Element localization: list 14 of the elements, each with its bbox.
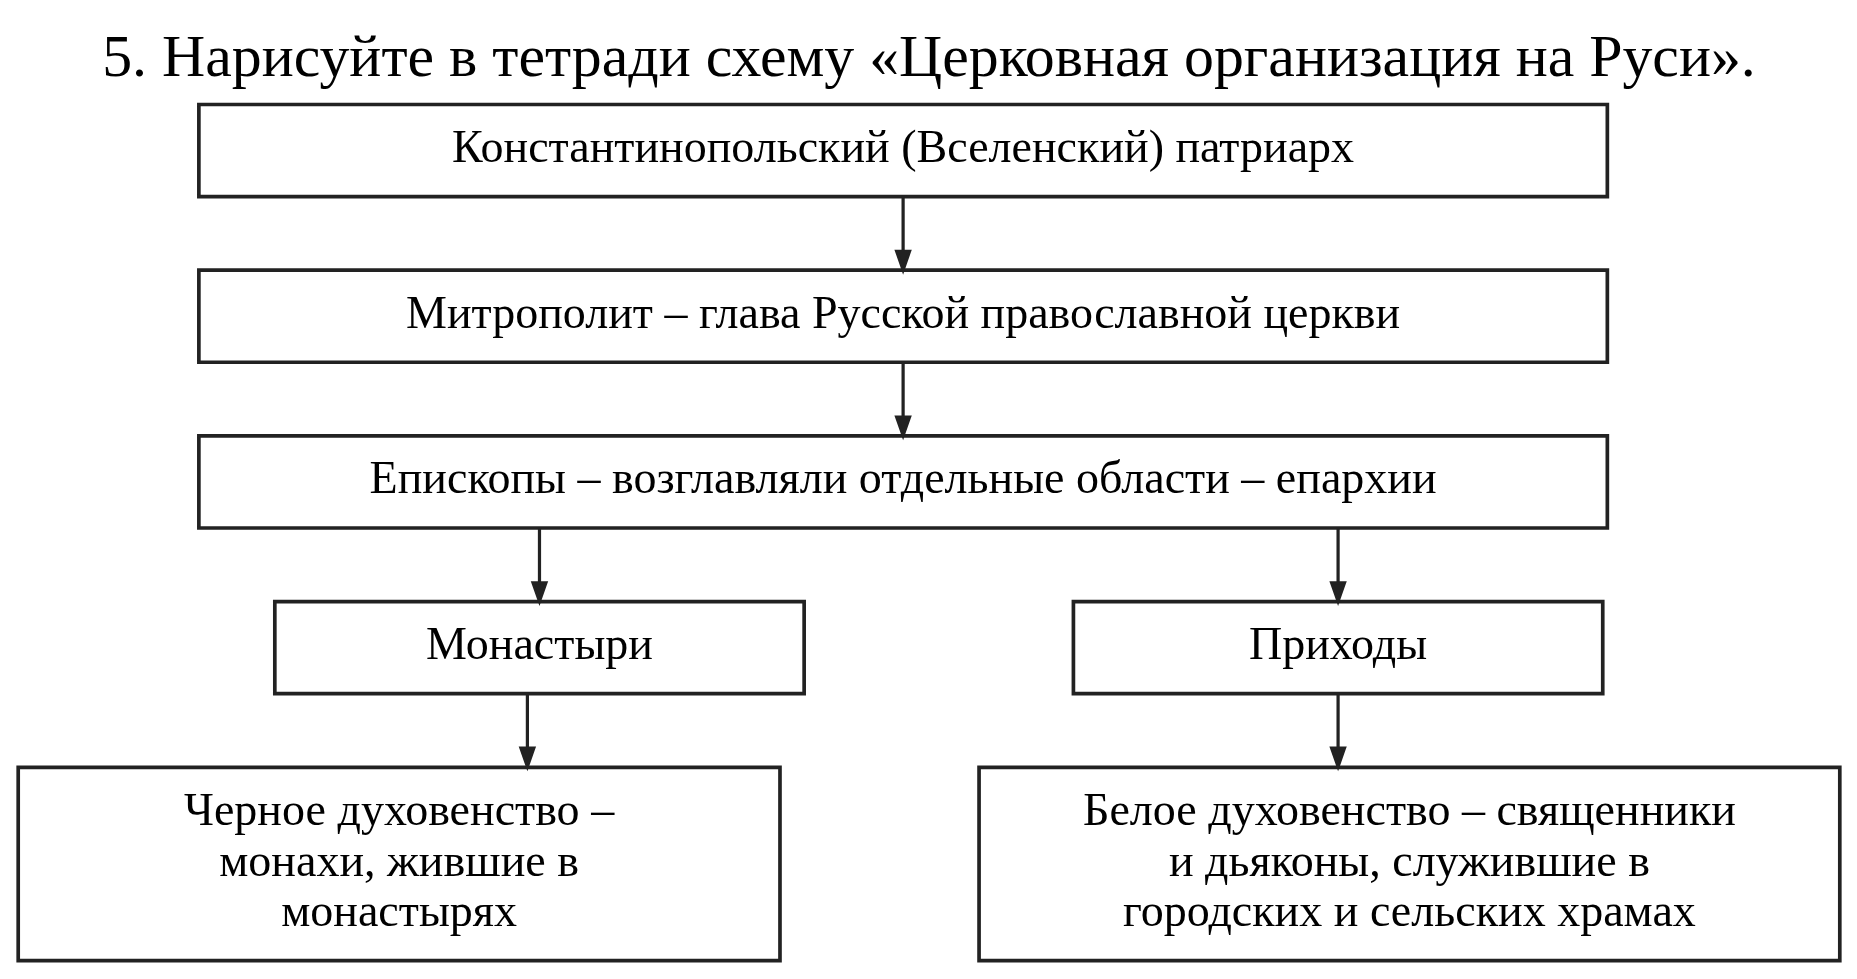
arrow xyxy=(893,361,912,440)
arrow xyxy=(893,196,912,275)
node-box: Константинопольский (Вселенский) патриарх xyxy=(196,102,1609,198)
arrow xyxy=(530,527,548,606)
arrow xyxy=(1328,694,1347,771)
node-box: Митрополит – глава Русской православной церкви xyxy=(196,267,1609,364)
arrow xyxy=(1328,527,1347,606)
arrow xyxy=(518,694,536,771)
node-box: Епископы – возглавляли отдельные области – епархии xyxy=(196,433,1609,530)
node-box: Приходы xyxy=(1071,599,1605,695)
node-box: Черное духовенство – монахи, жившие в монастырях xyxy=(15,765,782,962)
node-box: Белое духовенство – священники и дьяконы, служившие в городских и сельских храмах xyxy=(976,765,1842,962)
node-box: Монастыри xyxy=(272,599,806,695)
diagram-title: 5. Нарисуйте в тетради схему «Церковная организация на Руси». xyxy=(101,22,1756,89)
